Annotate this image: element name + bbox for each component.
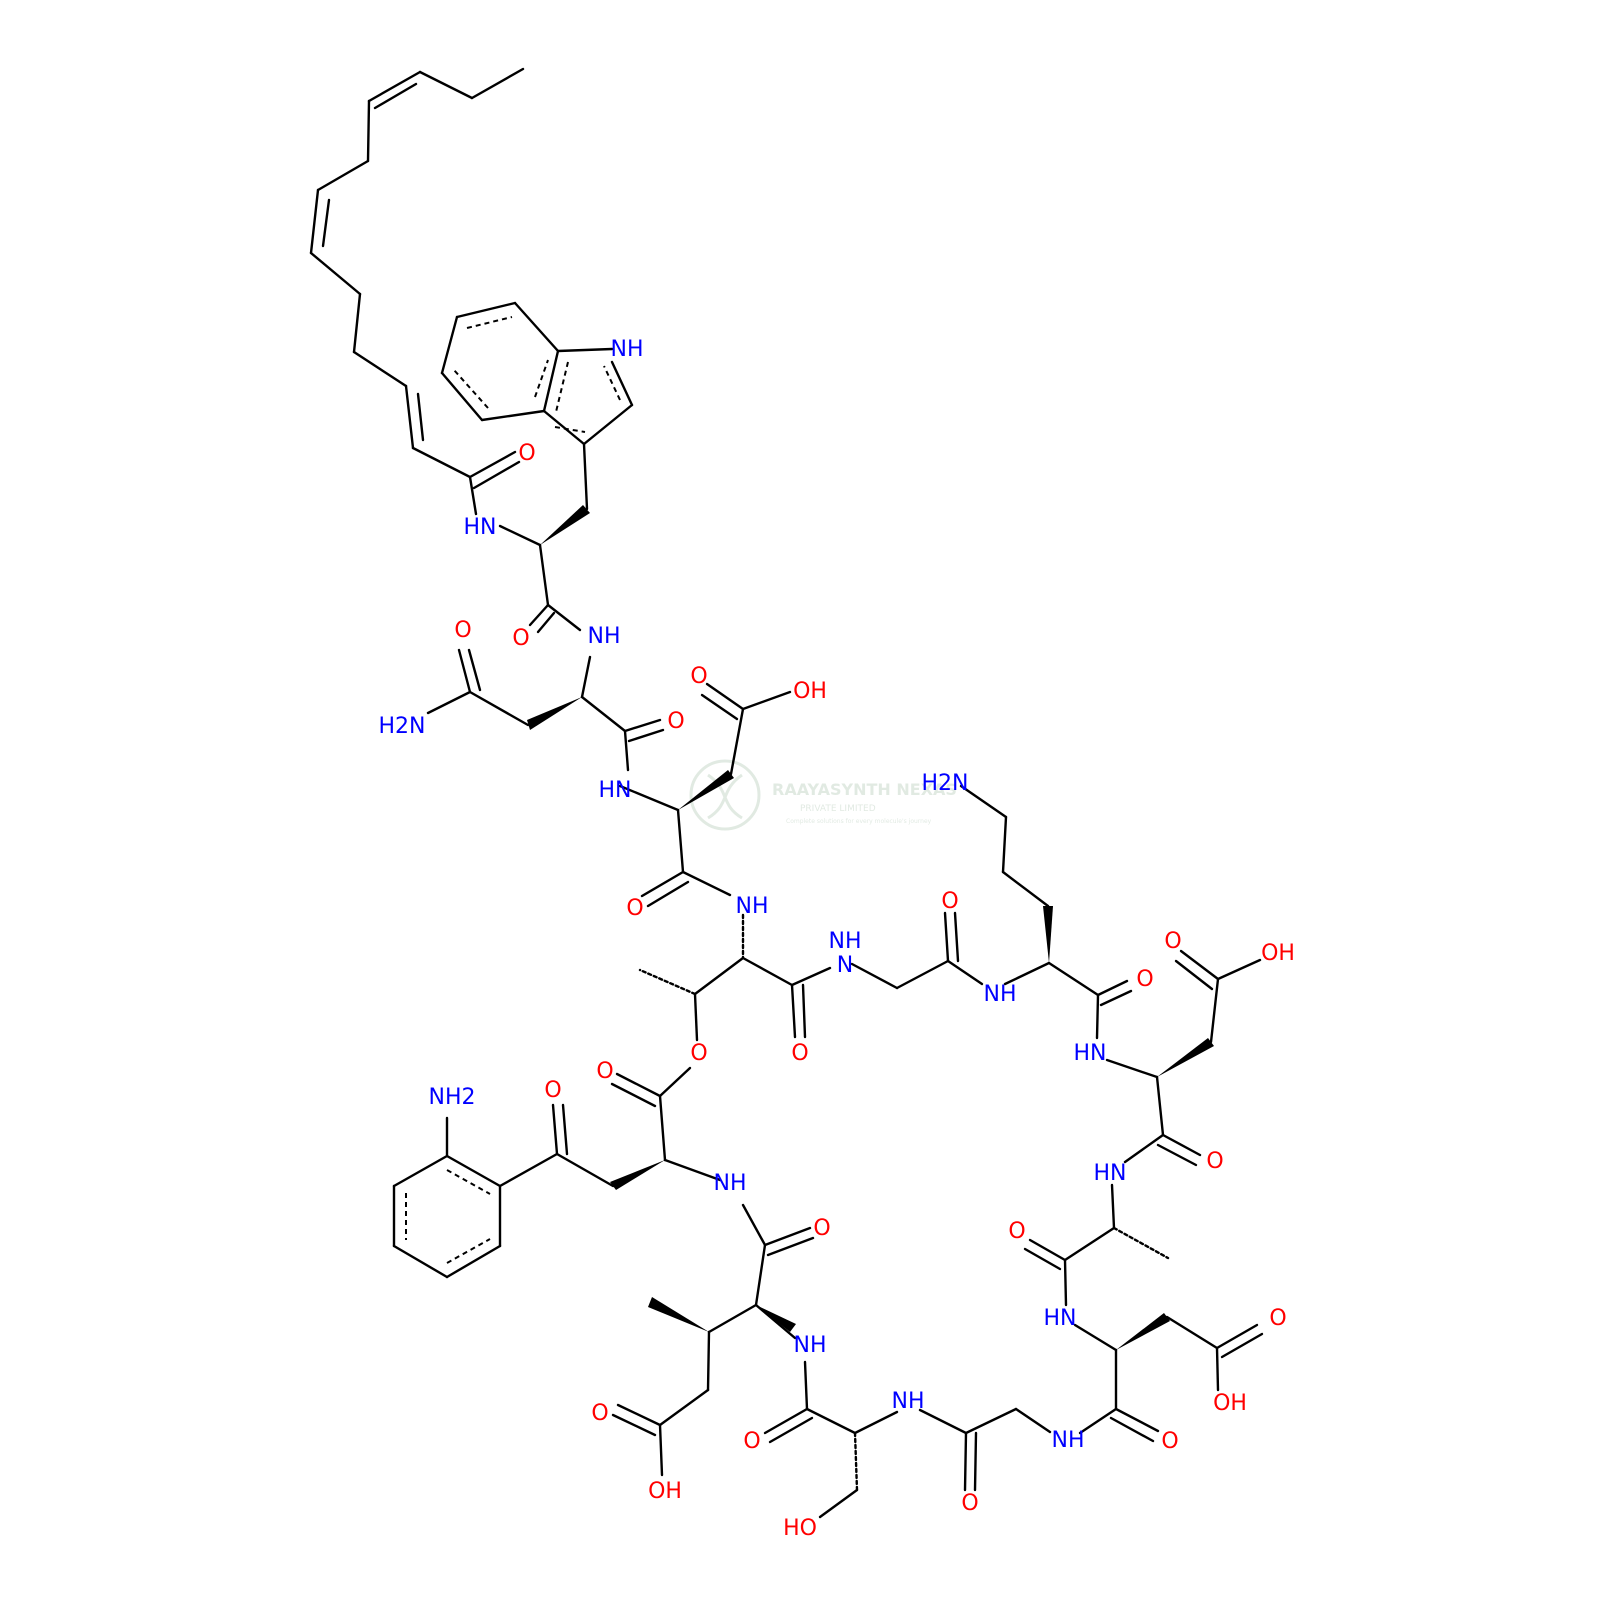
- atom-nterm-o: O: [518, 441, 535, 466]
- watermark-subtitle: PRIVATE LIMITED: [800, 804, 876, 814]
- atom-mglu-nh: NH: [794, 1333, 827, 1358]
- atom-asn-side-o: O: [454, 618, 471, 643]
- atom-trp-o: O: [512, 626, 529, 651]
- atom-asp2-acid-o: O: [1164, 929, 1181, 954]
- watermark-logo-icon: [689, 759, 761, 831]
- atom-gly1-nh: NH: [829, 929, 862, 954]
- atom-orn-co-o: O: [1136, 967, 1153, 992]
- atom-ser-nh: NH: [892, 1389, 925, 1414]
- atom-asp2-co-o: O: [1206, 1149, 1223, 1174]
- atom-mglu-acid-oh: OH: [648, 1479, 682, 1504]
- bonds: [309, 67, 1264, 1519]
- atom-asp1-acid-o: O: [690, 664, 707, 689]
- atom-asp3-hn: HN: [1044, 1306, 1077, 1331]
- atom-kyn-ketone-o: O: [544, 1078, 561, 1103]
- atom-orn-nh2: H2N: [922, 771, 969, 796]
- atom-kyn-co-o: O: [813, 1216, 830, 1241]
- atom-asp1-hn: HN: [599, 778, 632, 803]
- watermark-tagline: Complete solutions for every molecule's …: [786, 818, 932, 825]
- atom-asn-o: O: [667, 709, 684, 734]
- atom-thr-nh: NH: [736, 894, 769, 919]
- atom-ester-co-o: O: [596, 1059, 613, 1084]
- atom-ser-co-o: O: [743, 1429, 760, 1454]
- atom-gly2-co-o: O: [961, 1491, 978, 1516]
- atom-thr-co-o: O: [791, 1041, 808, 1066]
- atom-asp3-acid-o: O: [1269, 1306, 1286, 1331]
- atom-asp1-acid-oh: OH: [793, 679, 827, 704]
- atom-gly1-co-o: O: [941, 889, 958, 914]
- atom-asp1-o: O: [626, 896, 643, 921]
- atom-asp3-co-o: O: [1161, 1429, 1178, 1454]
- atom-ser-oh: HO: [783, 1516, 817, 1541]
- atom-nterm-nh: HN: [464, 515, 497, 540]
- atom-trp-nh: NH: [588, 624, 621, 649]
- watermark: RAAYASYNTH NEXAS PRIVATE LIMITED Complet…: [689, 759, 957, 831]
- atom-asp2-hn: HN: [1074, 1041, 1107, 1066]
- atom-indole-nh: NH: [611, 337, 644, 362]
- atom-mglu-acid-o: O: [591, 1401, 608, 1426]
- atom-gly2-nh: NH: [1052, 1428, 1085, 1453]
- atom-labels: NH HN O O NH O H2N O O OH HN O NH NH N O…: [379, 337, 1295, 1541]
- atom-ala-hn: HN: [1094, 1161, 1127, 1186]
- atom-kyn-nh: NH: [714, 1171, 747, 1196]
- atom-ester-o: O: [690, 1041, 707, 1066]
- atom-asn-side-nh2: H2N: [379, 714, 426, 739]
- atom-asp3-acid-oh: OH: [1213, 1391, 1247, 1416]
- atom-ala-co-o: O: [1008, 1219, 1025, 1244]
- atom-gly1-nh-n: N: [837, 953, 853, 978]
- atom-aniline-nh2: NH2: [429, 1085, 476, 1110]
- watermark-company: RAAYASYNTH NEXAS: [772, 780, 957, 799]
- atom-orn-nh: NH: [984, 982, 1017, 1007]
- atom-asp2-acid-oh: OH: [1261, 941, 1295, 966]
